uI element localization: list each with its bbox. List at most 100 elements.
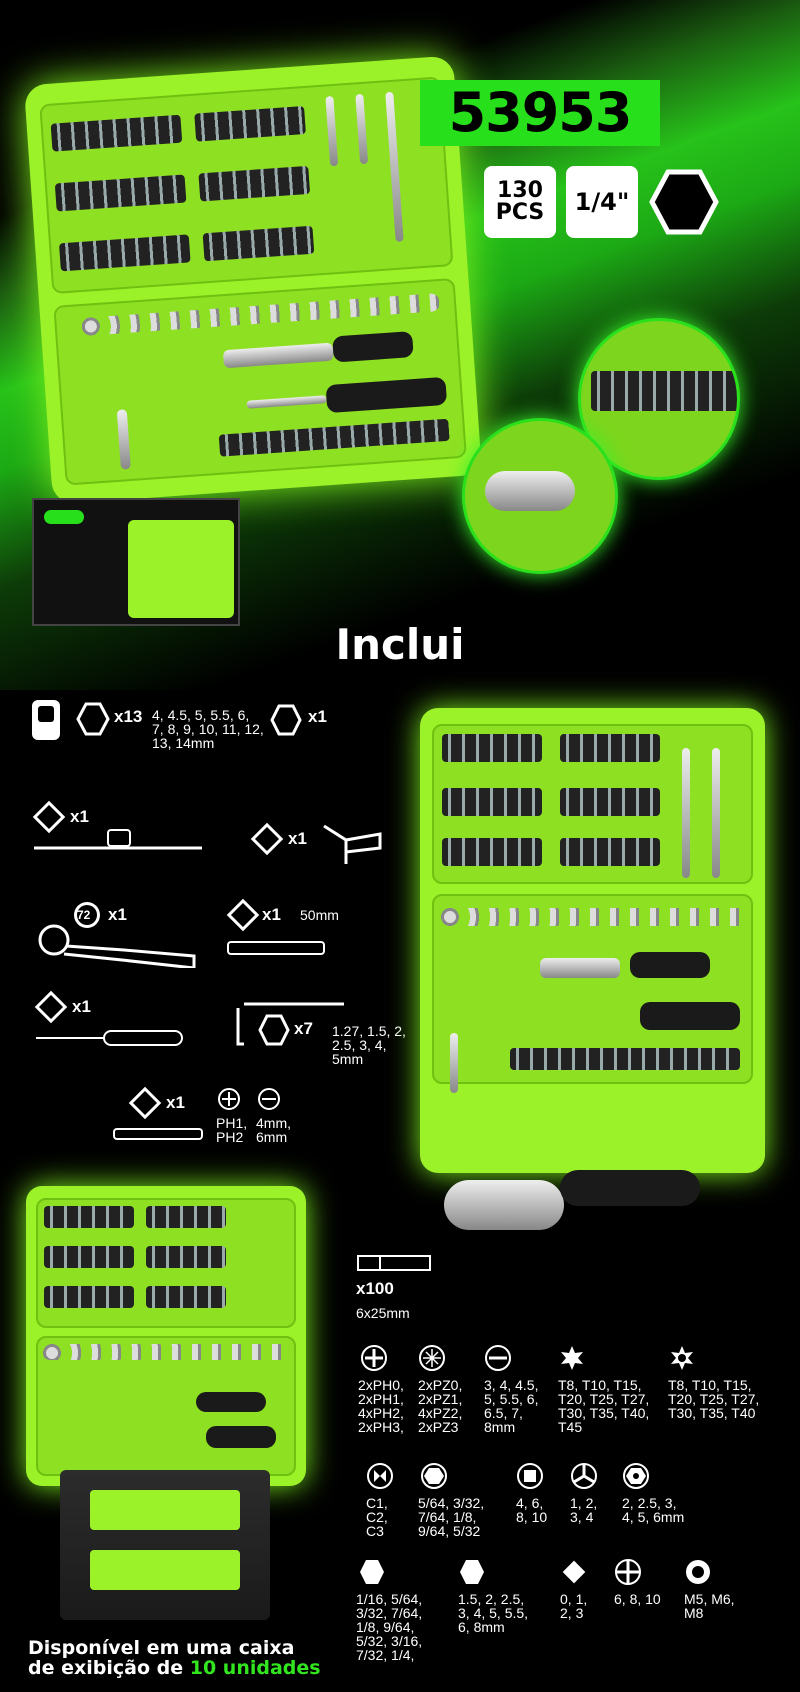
- hex-keys-qty: x7: [294, 1019, 313, 1038]
- footer-line2: de exibição de 10 unidades: [28, 1658, 321, 1678]
- square-icon: [560, 1558, 588, 1586]
- pieces-badge: 130 PCS: [484, 166, 556, 238]
- ratchet-teeth-icon: [72, 900, 102, 930]
- hex-key-icon: [226, 1000, 346, 1046]
- socket-icon: [30, 698, 62, 742]
- bit-row: [560, 788, 660, 816]
- bit-icon: [356, 1252, 432, 1274]
- screwdriver-handle: [640, 1002, 740, 1030]
- bit-group-text: 2, 2.5, 3, 4, 5, 6mm: [622, 1495, 685, 1525]
- slotted-icon: [484, 1344, 512, 1372]
- screwdriver-icon: [34, 1028, 184, 1048]
- sockets-sizes: 4, 4.5, 5, 5.5, 6, 7, 8, 9, 10, 11, 12, …: [152, 707, 264, 751]
- ratchet-handle: [196, 1392, 266, 1412]
- ratchet-qty: x1: [108, 905, 127, 924]
- display-box-note: Disponível em uma caixa de exibição de 1…: [28, 1638, 321, 1678]
- ratchet-teeth: 72: [77, 908, 91, 922]
- bit-row: [44, 1246, 134, 1268]
- bit-group-text: 6, 8, 10: [614, 1591, 661, 1607]
- bit-row: [44, 1206, 134, 1228]
- section-title: Inclui: [335, 620, 465, 669]
- bits-size: 6x25mm: [356, 1305, 410, 1321]
- bit-row: [560, 734, 660, 762]
- extension-bar-icon: [226, 938, 326, 958]
- bit-group-text: T8, T10, T15, T20, T25, T27, T30, T35, T…: [558, 1377, 650, 1435]
- drive-badge-text: 1/4": [574, 188, 630, 216]
- torx-tamper-icon: [668, 1344, 696, 1372]
- bit-driver-qty: x1: [166, 1093, 185, 1112]
- ratchet-head: [485, 471, 575, 511]
- hexagon-icon: [258, 1014, 290, 1046]
- bit-group-text: 2xPZ0, 2xPZ1, 4xPZ2, 2xPZ3: [418, 1377, 463, 1435]
- square-drive-icon: [32, 800, 66, 834]
- bit-group-text: 0, 1, 2, 3: [560, 1591, 588, 1621]
- bit-driver-ph: PH1, PH2: [216, 1115, 248, 1145]
- bits-qty: x100: [356, 1279, 394, 1298]
- toolbox-open-image-small: [26, 1186, 306, 1486]
- hexagon-icon: [648, 166, 720, 238]
- toolbox-open-image: [420, 708, 765, 1173]
- triwing-plus-icon: [614, 1558, 642, 1586]
- slotted-icon: [258, 1088, 280, 1110]
- brand-logo: [44, 510, 84, 524]
- bit-group-text: 5/64, 3/32, 7/64, 1/8, 9/64, 5/32: [418, 1495, 485, 1539]
- ratchet-handle: [332, 331, 414, 363]
- square-drive-icon: [128, 1086, 162, 1120]
- tri-wing-icon: [570, 1462, 598, 1490]
- ratchet-showcase-handle: [560, 1170, 700, 1206]
- bit-group-text: 3, 4, 4.5, 5, 5.5, 6, 6.5, 7, 8mm: [484, 1377, 539, 1435]
- bit-row: [560, 838, 660, 866]
- hexagon-icon: [76, 702, 110, 736]
- hex-inch-icon: [420, 1462, 448, 1490]
- bit-group-text: 2xPH0, 2xPH1, 4xPH2, 2xPH3,: [358, 1377, 404, 1435]
- square-drive-icon: [34, 990, 68, 1024]
- pozidriv-icon: [418, 1344, 446, 1372]
- tbar-qty: x1: [70, 807, 89, 826]
- footer-line1: Disponível em uma caixa: [28, 1637, 295, 1659]
- hex-metric-icon: [458, 1558, 486, 1586]
- footer-line2-prefix: de exibição de: [28, 1657, 190, 1679]
- ratchet-head: [540, 958, 620, 978]
- retail-box-thumbnail: [32, 498, 240, 626]
- extension-length: 50mm: [300, 907, 339, 923]
- phillips-icon: [360, 1344, 388, 1372]
- drive-badge: 1/4": [566, 166, 638, 238]
- spline-icon: [684, 1558, 712, 1586]
- display-box-image: [60, 1470, 270, 1620]
- hex-inch2-icon: [358, 1558, 386, 1586]
- display-box-label: [90, 1490, 240, 1530]
- bit-group-text: 1.5, 2, 2.5, 3, 4, 5, 5.5, 6, 8mm: [458, 1591, 529, 1635]
- adapter-qty: x1: [308, 707, 327, 726]
- bit-group-text: 1, 2, 3, 4: [570, 1495, 598, 1525]
- bit-group-text: T8, T10, T15, T20, T25, T27, T30, T35, T…: [668, 1377, 760, 1421]
- screwdriver-qty: x1: [72, 997, 91, 1016]
- bit-row: [442, 788, 542, 816]
- bit-row: [510, 1048, 740, 1070]
- hex-key: [450, 1033, 458, 1093]
- tbar-icon: [32, 822, 204, 858]
- hexagon-icon: [270, 704, 302, 736]
- spinner-handle-icon: [320, 822, 386, 870]
- socket-row: [42, 1344, 292, 1360]
- ratchet-handle: [630, 952, 710, 978]
- bit-driver-flat: 4mm, 6mm: [256, 1115, 291, 1145]
- hex-tamper-icon: [622, 1462, 650, 1490]
- bit-group-text: M5, M6, M8: [684, 1591, 735, 1621]
- ratchet-showcase: [444, 1180, 564, 1230]
- screwdriver-handle: [206, 1426, 276, 1448]
- bit-driver-icon: [112, 1126, 204, 1142]
- bit-row: [442, 838, 542, 866]
- hex-keys-sizes: 1.27, 1.5, 2, 2.5, 3, 4, 5mm: [332, 1023, 406, 1067]
- extension-qty: x1: [262, 905, 281, 924]
- spinner-qty: x1: [288, 829, 307, 848]
- square-drive-icon: [226, 898, 260, 932]
- tbar: [712, 748, 720, 878]
- ratchet-icon: [34, 922, 200, 968]
- bit-group-text: C1, C2, C3: [366, 1495, 388, 1539]
- bit-row: [442, 734, 542, 762]
- zoom-ratchet-detail: [462, 418, 618, 574]
- torx-icon: [558, 1344, 586, 1372]
- pieces-badge-text: 130 PCS: [495, 178, 545, 225]
- bit-row: [44, 1286, 134, 1308]
- clutch-icon: [366, 1462, 394, 1490]
